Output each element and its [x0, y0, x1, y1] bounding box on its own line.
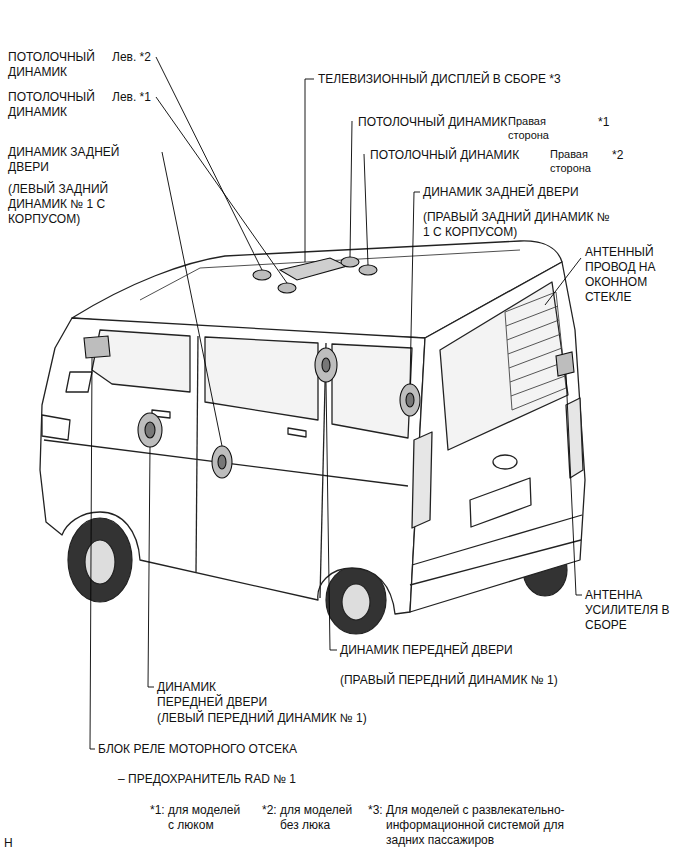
- leader-line: [90, 358, 95, 749]
- part-label: ТЕЛЕВИЗИОННЫЙ ДИСПЛЕЙ В СБОРЕ *3: [318, 72, 561, 87]
- part-label: АНТЕННЫЙ ПРОВОД НА ОКОННОМ СТЕКЛЕ: [585, 245, 685, 305]
- van-body: [205, 337, 318, 420]
- van-body: [410, 540, 581, 585]
- part-label: (ПРАВЫЙ ЗАДНИЙ ДИНАМИК № 1 С КОРПУСОМ): [423, 210, 618, 240]
- part-label: (ПРАВЫЙ ПЕРЕДНИЙ ДИНАМИК № 1): [340, 673, 558, 688]
- component: [280, 258, 347, 280]
- side-note: Правая сторона: [508, 115, 558, 143]
- part-label: ДИНАМИК ЗАДНЕЙ ДВЕРИ: [423, 185, 579, 200]
- part-label: ДИНАМИК ЗАДНЕЙ ДВЕРИ: [8, 145, 148, 175]
- part-label: ДИНАМИК ПЕРЕДНЕЙ ДВЕРИ: [157, 680, 275, 710]
- van-body: [288, 428, 306, 437]
- part-label: ПОТОЛОЧНЫЙ ДИНАМИК: [370, 148, 519, 163]
- leader-line: [156, 57, 262, 270]
- van-body: [42, 415, 70, 440]
- leader-line: [566, 374, 582, 595]
- component: [138, 413, 162, 447]
- figure-code: H: [4, 836, 13, 851]
- footnote: *1: для моделей с люком: [150, 803, 243, 833]
- antenna-wire: [505, 292, 566, 410]
- callout-note: Лев. *1: [112, 90, 151, 105]
- leader-line: [156, 97, 287, 283]
- part-label: (ЛЕВЫЙ ЗАДНИЙ ДИНАМИК № 1 С КОРПУСОМ): [8, 182, 126, 227]
- part-label: – ПРЕДОХРАНИТЕЛЬ RAD № 1: [118, 772, 296, 787]
- part-label: БЛОК РЕЛЕ МОТОРНОГО ОТСЕКА: [98, 742, 297, 757]
- leader-line: [545, 258, 581, 305]
- van-body: [493, 455, 517, 469]
- part-label: ПОТОЛОЧНЫЙ ДИНАМИК: [8, 90, 103, 120]
- component: [278, 283, 296, 293]
- van-body: [412, 515, 582, 565]
- antenna-wire: [509, 348, 562, 368]
- antenna-wire: [505, 292, 566, 410]
- callout-note: Лев. *2: [112, 50, 151, 65]
- van-body: [196, 336, 198, 572]
- van-body: [40, 241, 585, 614]
- footnote: *3: Для моделей с развлекательно-информа…: [368, 803, 603, 848]
- component: [341, 257, 359, 267]
- wheel: [85, 540, 115, 584]
- antenna-wire: [507, 320, 559, 340]
- wheel: [342, 584, 370, 620]
- van-body: [44, 440, 408, 486]
- leader-line: [90, 57, 582, 749]
- leader-line: [305, 79, 314, 262]
- leader-line: [410, 192, 420, 384]
- van-body: [332, 344, 412, 438]
- component: [84, 336, 110, 358]
- part-label: ПОТОЛОЧНЫЙ ДИНАМИК: [358, 115, 507, 130]
- van-body: [412, 432, 432, 528]
- component: [556, 352, 574, 376]
- part-label: (ЛЕВЫЙ ПЕРЕДНИЙ ДИНАМИК № 1): [157, 711, 367, 726]
- van-body: [140, 250, 520, 300]
- van-body: [66, 372, 92, 392]
- wheel: [68, 518, 132, 602]
- leader-line: [326, 382, 337, 650]
- callout-note: *1: [598, 115, 609, 130]
- van-body: [470, 478, 531, 527]
- callout-note: *2: [612, 148, 623, 163]
- component: [322, 358, 330, 372]
- part-label: ДИНАМИК ПЕРЕДНЕЙ ДВЕРИ: [340, 643, 513, 658]
- leader-line: [162, 152, 222, 446]
- van-body: [410, 262, 585, 612]
- part-label: ПОТОЛОЧНЫЙ ДИНАМИК: [8, 50, 103, 80]
- component: [400, 384, 420, 416]
- component: [218, 455, 226, 469]
- van-body: [440, 282, 568, 450]
- leader-line: [148, 447, 154, 687]
- side-note: Правая сторона: [550, 148, 600, 176]
- footnote: *2: для моделей без люка: [262, 803, 358, 833]
- component: [253, 270, 271, 280]
- component: [406, 393, 414, 407]
- antenna-wire: [511, 376, 565, 396]
- component: [145, 422, 155, 438]
- leader-line: [350, 121, 352, 257]
- leader-line: [364, 154, 368, 265]
- component: [84, 257, 574, 478]
- van-body: [40, 318, 425, 614]
- component: [212, 446, 232, 478]
- part-label: АНТЕННА УСИЛИТЕЛЯ В СБОРЕ: [585, 588, 675, 633]
- component: [315, 348, 337, 382]
- component: [359, 265, 377, 275]
